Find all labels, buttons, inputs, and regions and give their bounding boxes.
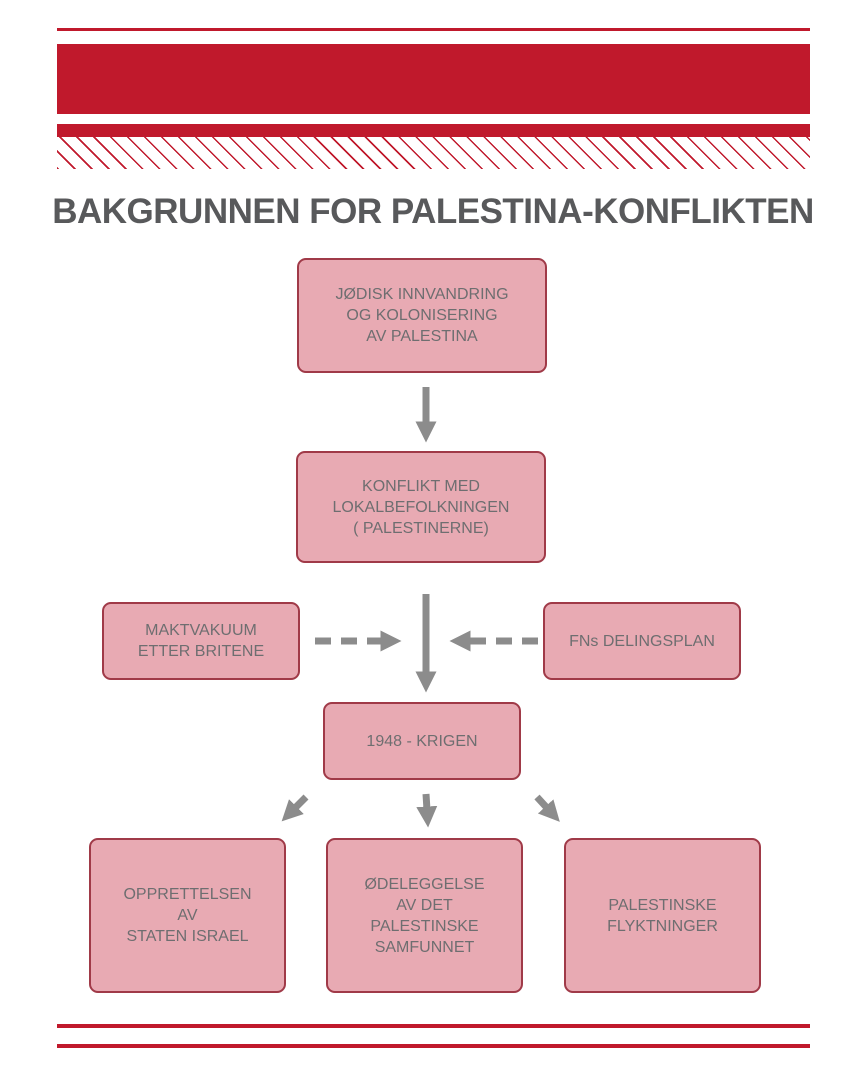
header-hatch-pattern xyxy=(57,137,810,169)
node-fns-delingsplan: FNs DELINGSPLAN xyxy=(543,602,741,680)
header-top-rule xyxy=(57,28,810,31)
footer-rule-top xyxy=(57,1024,810,1028)
diagram-title: BAKGRUNNEN FOR PALESTINA-KONFLIKTEN xyxy=(52,192,814,231)
node-maktvakuum: MAKTVAKUUM ETTER BRITENE xyxy=(102,602,300,680)
arrow-krigen-to-odeleggelse xyxy=(416,793,438,828)
node-odeleggelse-samfunnet: ØDELEGGELSE AV DET PALESTINSKE SAMFUNNET xyxy=(326,838,523,993)
node-1948-krigen: 1948 - KRIGEN xyxy=(323,702,521,780)
node-jodisk-innvandring: JØDISK INNVANDRING OG KOLONISERING AV PA… xyxy=(297,258,547,373)
node-palestinske-flyktninger: PALESTINSKE FLYKTNINGER xyxy=(564,838,761,993)
header-banner xyxy=(57,44,810,114)
arrow-krigen-to-israel xyxy=(281,794,309,822)
node-konflikt-lokalbefolkningen: KONFLIKT MED LOKALBEFOLKNINGEN ( PALESTI… xyxy=(296,451,546,563)
header-lower-stripe xyxy=(57,124,810,137)
arrow-krigen-to-flyktninger xyxy=(534,794,560,822)
footer-rule-bottom xyxy=(57,1044,810,1048)
node-opprettelsen-israel: OPPRETTELSEN AV STATEN ISRAEL xyxy=(89,838,286,993)
node-fns-delingsplan-label: FNs DELINGSPLAN xyxy=(569,632,715,650)
